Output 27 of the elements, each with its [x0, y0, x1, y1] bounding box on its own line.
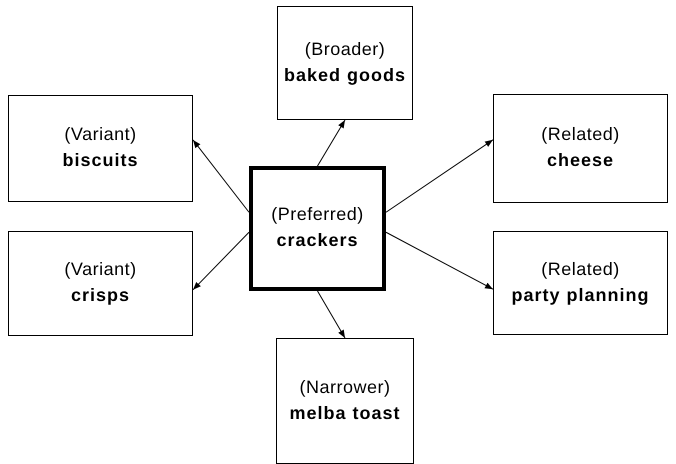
- arrow: [317, 120, 346, 166]
- relation-label: (Related): [541, 258, 620, 280]
- arrow: [386, 232, 494, 290]
- relation-label: (Preferred): [271, 204, 364, 226]
- term-label: biscuits: [62, 149, 139, 172]
- relation-label: (Broader): [304, 38, 386, 60]
- term-label: crackers: [276, 229, 359, 252]
- term-box: [276, 338, 414, 464]
- relation-label: (Variant): [64, 124, 137, 146]
- arrow: [317, 290, 346, 338]
- relation-label: (Narrower): [299, 376, 390, 398]
- term-label: party planning: [511, 284, 650, 307]
- term-label: melba toast: [289, 402, 401, 425]
- term-label: baked goods: [284, 64, 406, 87]
- term-box: [8, 231, 193, 336]
- term-box: [493, 231, 668, 335]
- term-box: [8, 95, 193, 202]
- term-box: [493, 94, 668, 203]
- relation-label: (Related): [541, 124, 620, 146]
- arrow: [192, 232, 250, 290]
- arrow: [192, 139, 250, 213]
- term-label: crisps: [70, 284, 130, 308]
- relation-label: (Variant): [64, 259, 137, 280]
- preferred-term-box: [249, 166, 386, 291]
- arrow: [386, 139, 494, 213]
- term-box: [277, 6, 413, 120]
- term-label: cheese: [546, 149, 614, 172]
